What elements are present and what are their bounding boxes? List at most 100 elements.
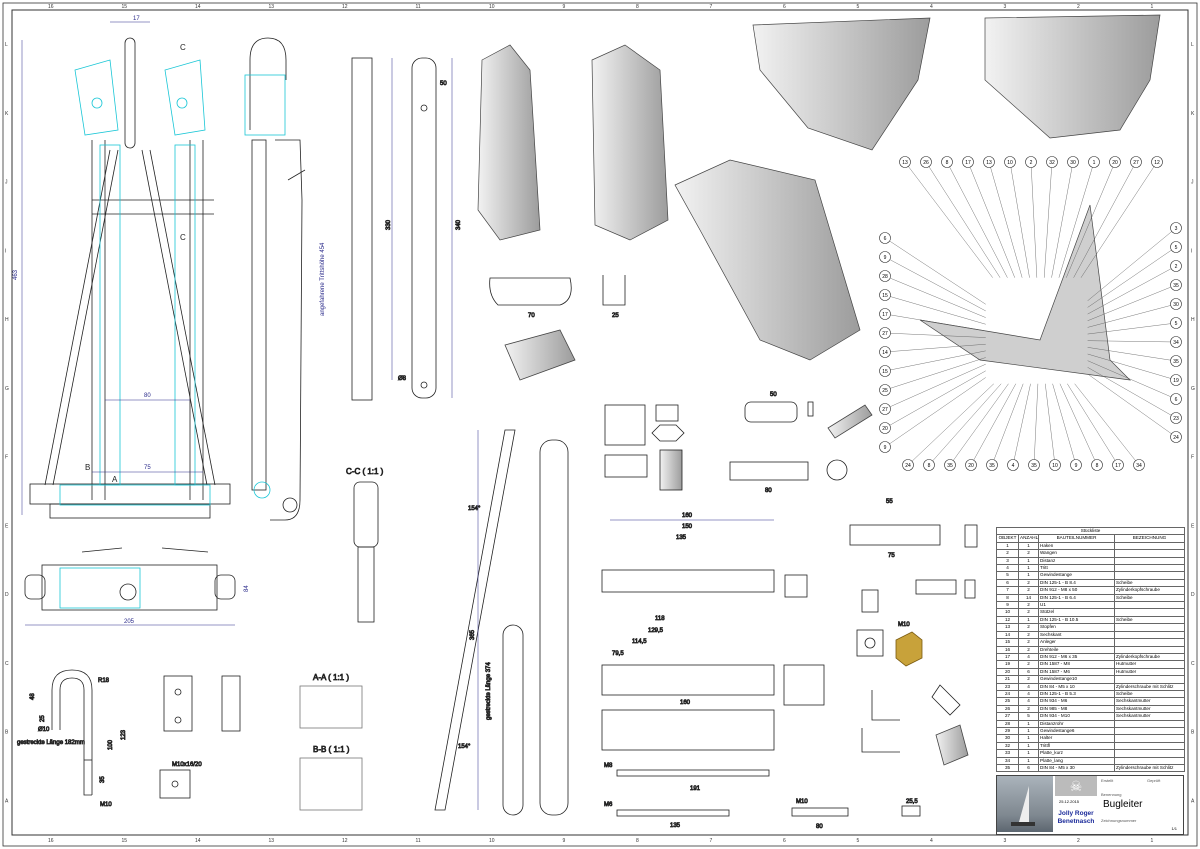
parts-list-cell: 14 bbox=[996, 630, 1019, 640]
bolt-m10: M10 bbox=[796, 799, 808, 805]
parts-list-cell bbox=[1113, 741, 1186, 751]
zone-column-label: 8 bbox=[636, 4, 639, 10]
dim-hook-radius: R18 bbox=[98, 678, 110, 684]
zone-column-label: 9 bbox=[563, 4, 566, 10]
zone-row-label: A bbox=[5, 798, 9, 804]
balloon-number: 9 bbox=[884, 445, 887, 451]
parts-list-cell: 1 bbox=[1018, 719, 1039, 728]
zone-column-label: 15 bbox=[122, 838, 128, 844]
parts-list-cell: DIN 125-1 - B 10.5 bbox=[1038, 615, 1115, 625]
parts-list-cell: 4 bbox=[996, 564, 1019, 573]
zone-row-label: K bbox=[1191, 111, 1195, 117]
balloon-number: 9 bbox=[1075, 463, 1078, 469]
parts-list-cell: Wangen bbox=[1038, 549, 1115, 558]
balloon: 8 bbox=[923, 383, 1002, 471]
zone-row-label: E bbox=[1191, 523, 1195, 529]
parts-list-cell: 12 bbox=[996, 615, 1019, 625]
zone-column-label: 12 bbox=[342, 838, 348, 844]
balloon-number: 35 bbox=[947, 463, 953, 469]
parts-list-cell: 4 bbox=[1018, 689, 1039, 699]
balloon-number: 25 bbox=[882, 388, 888, 394]
zone-column-label: 4 bbox=[930, 4, 933, 10]
balloon-number: 8 bbox=[946, 160, 949, 166]
parts-list-cell: Scheibe bbox=[1113, 578, 1186, 588]
hook-detail: R18 123 100 35 M10 48 25 Ø10 gestreckte … bbox=[17, 669, 127, 808]
parts-list-cell bbox=[1113, 601, 1186, 610]
dim-rail-b: 340 bbox=[456, 219, 462, 230]
parts-list-cell: 2 bbox=[996, 549, 1019, 558]
parts-list-cell: U1 bbox=[1038, 601, 1115, 610]
balloon-number: 9 bbox=[884, 255, 887, 261]
zone-row-label: C bbox=[1191, 661, 1195, 667]
zone-column-label: 14 bbox=[195, 4, 201, 10]
zone-column-label: 12 bbox=[342, 4, 348, 10]
balloon: 9 bbox=[879, 251, 986, 312]
zone-column-label: 14 bbox=[195, 838, 201, 844]
balloon: 10 bbox=[1045, 383, 1061, 471]
misc-parts: 70 25 50 80 75 55 M10 bbox=[489, 275, 978, 766]
zone-column-label: 1 bbox=[1151, 838, 1154, 844]
zone-column-label: 13 bbox=[269, 4, 275, 10]
sailboat-photo bbox=[997, 776, 1053, 833]
balloon-number: 27 bbox=[1133, 160, 1139, 166]
dim-plate-160: 160 bbox=[682, 513, 693, 519]
section-aa-label: A-A ( 1:1 ) bbox=[313, 673, 349, 682]
dim-rail-a: 330 bbox=[386, 219, 392, 230]
balloon-number: 15 bbox=[882, 369, 888, 375]
balloon-number: 17 bbox=[1115, 463, 1121, 469]
parts-list-cell bbox=[1113, 749, 1186, 758]
dim-u-25: 25 bbox=[612, 313, 619, 319]
parts-list-cell: 32 bbox=[996, 741, 1019, 751]
parts-list-cell bbox=[1113, 556, 1186, 566]
parts-list-cell: 19 bbox=[996, 660, 1019, 669]
balloon-number: 17 bbox=[882, 312, 888, 318]
zone-column-label: 2 bbox=[1077, 4, 1080, 10]
balloon: 6 bbox=[1087, 360, 1182, 405]
small-parts: M10x16/20 A-A ( 1:1 ) B-B ( 1:1 ) C-C ( … bbox=[159, 467, 384, 811]
parts-list-cell bbox=[1113, 756, 1186, 766]
parts-list-cell: 6 bbox=[996, 578, 1019, 588]
zone-column-label: 8 bbox=[636, 838, 639, 844]
dim-plate-79: 79,5 bbox=[612, 651, 624, 657]
balloon-number: 10 bbox=[1007, 160, 1013, 166]
parts-list-cell: 2 bbox=[1018, 645, 1039, 654]
parts-list-cell: Platte_kurz bbox=[1038, 749, 1115, 758]
balloon: 17 bbox=[1067, 383, 1124, 471]
balloon-number: 20 bbox=[968, 463, 974, 469]
parts-list-cell: Halter bbox=[1038, 734, 1115, 743]
dim-base-width: 75 bbox=[144, 465, 151, 471]
parts-list-cell bbox=[1113, 564, 1186, 573]
balloon-number: 26 bbox=[923, 160, 929, 166]
parts-list-cell: 2 bbox=[1018, 608, 1039, 617]
balloon-number: 35 bbox=[1031, 463, 1037, 469]
zone-row-label: D bbox=[1191, 592, 1195, 598]
zone-column-label: 16 bbox=[48, 4, 54, 10]
zone-column-label: 1 bbox=[1151, 4, 1154, 10]
brand-name: Jolly Roger Benetnasch bbox=[1055, 810, 1097, 826]
balloon: 30 bbox=[1087, 298, 1182, 328]
balloon-number: 32 bbox=[1049, 160, 1055, 166]
dim-rail-hole: Ø8 bbox=[398, 376, 407, 382]
balloon: 5 bbox=[1087, 317, 1182, 335]
parts-list-cell: 2 bbox=[1018, 704, 1039, 714]
parts-list-cell: 29 bbox=[996, 726, 1019, 736]
parts-list-cell bbox=[1113, 571, 1186, 580]
zone-row-label: B bbox=[1191, 730, 1195, 736]
balloon: 27 bbox=[879, 327, 986, 339]
balloon: 6 bbox=[879, 232, 986, 305]
dim-plate-55: 55 bbox=[886, 499, 893, 505]
parts-list-cell: 1 bbox=[1018, 749, 1039, 758]
dim-bar-135: 135 bbox=[670, 823, 681, 829]
parts-list-cell: Tritt bbox=[1038, 564, 1115, 573]
parts-list-cell: Trittfl bbox=[1038, 741, 1115, 751]
balloon-number: 27 bbox=[882, 407, 888, 413]
parts-list-cell: 2 bbox=[1018, 675, 1039, 684]
